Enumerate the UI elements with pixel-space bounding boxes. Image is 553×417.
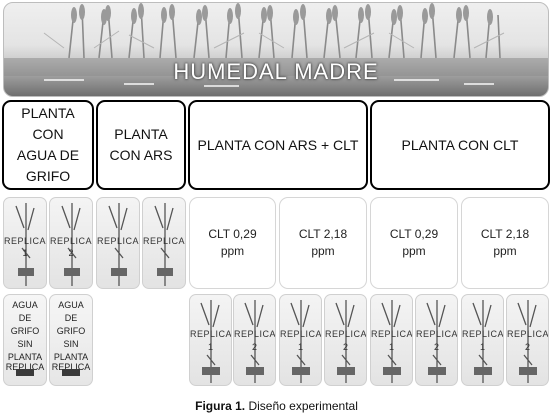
replica-number: 1	[22, 248, 28, 259]
water-control-replica: REPLICA	[5, 362, 45, 372]
replica-photo-clt-low-2: REPLICA 2	[415, 294, 458, 386]
replica-label: REPLICA	[234, 329, 276, 340]
replica-label: REPLICA	[4, 235, 47, 246]
replica-number: 2	[433, 341, 439, 352]
water-control-2: AGUA DE GRIFO SIN PLANTA REPLICA	[49, 294, 93, 386]
plant-photo-icon	[426, 300, 446, 383]
replica-label: REPLICA	[97, 235, 140, 246]
replica-photo-ars-2: REPLICA	[142, 197, 186, 289]
replica-photo-tap-2: REPLICA 2	[49, 197, 93, 289]
replica-number: 1	[297, 341, 303, 352]
replica-photo-ars-1: REPLICA	[96, 197, 140, 289]
caption-text: Diseño experimental	[245, 399, 358, 413]
replica-number: 1	[207, 341, 213, 352]
replica-label: REPLICA	[280, 329, 322, 340]
replica-photo-clt-high-1: REPLICA 1	[461, 294, 504, 386]
water-control-replica: REPLICA	[51, 362, 91, 372]
banner-title: HUMEDAL MADRE	[173, 59, 379, 84]
replica-photo-clt-high-2: REPLICA 2	[506, 294, 549, 386]
clt-box-high: CLT 2,18 ppm	[461, 197, 549, 289]
replica-photo-ars-clt-low-2: REPLICA 2	[233, 294, 276, 386]
plant-photo-icon	[517, 300, 537, 383]
reeds-illustration	[4, 3, 548, 87]
replica-label: REPLICA	[462, 329, 504, 340]
replica-label: REPLICA	[416, 329, 458, 340]
water-control-text: AGUA DE GRIFO SIN PLANTA	[7, 300, 43, 362]
plant-photo-icon	[61, 203, 81, 286]
clt-box-ars-high: CLT 2,18 ppm	[279, 197, 367, 289]
replica-label: REPLICA	[143, 235, 186, 246]
replica-label: REPLICA	[507, 329, 549, 340]
plant-photo-icon	[335, 300, 355, 383]
replica-number: 2	[251, 341, 257, 352]
plant-photo-icon	[15, 203, 35, 286]
replica-photo-clt-low-1: REPLICA 1	[370, 294, 413, 386]
plant-photo-icon	[381, 300, 401, 383]
clt-box-ars-low: CLT 0,29 ppm	[189, 197, 276, 289]
replica-number: 2	[524, 341, 530, 352]
plant-photo-icon	[108, 203, 128, 286]
replica-label: REPLICA	[325, 329, 367, 340]
plant-photo-icon	[244, 300, 264, 383]
replica-photo-tap-1: REPLICA 1	[3, 197, 47, 289]
replica-number: 1	[479, 341, 485, 352]
figure-caption: Figura 1. Diseño experimental	[0, 399, 553, 413]
caption-label: Figura 1.	[195, 399, 246, 413]
header-tap-water-plant: PLANTA CON AGUA DE GRIFO	[2, 100, 94, 190]
header-clt-plant: PLANTA CON CLT	[370, 100, 550, 190]
clt-box-low: CLT 0,29 ppm	[370, 197, 458, 289]
plant-photo-icon	[200, 300, 220, 383]
container-base	[16, 369, 34, 376]
replica-number: 2	[68, 248, 74, 259]
replica-label: REPLICA	[371, 329, 413, 340]
replica-photo-ars-clt-high-2: REPLICA 2	[324, 294, 367, 386]
header-ars-plant: PLANTA CON ARS	[96, 100, 186, 190]
replica-number: 2	[342, 341, 348, 352]
water-control-text: AGUA DE GRIFO SIN PLANTA	[53, 300, 89, 362]
replica-photo-ars-clt-high-1: REPLICA 1	[279, 294, 322, 386]
replica-label: REPLICA	[190, 329, 232, 340]
container-base	[62, 369, 80, 376]
wetland-banner: HUMEDAL MADRE	[3, 2, 549, 97]
replica-number: 1	[388, 341, 394, 352]
plant-photo-icon	[472, 300, 492, 383]
header-ars-clt-plant: PLANTA CON ARS + CLT	[188, 100, 368, 190]
replica-photo-ars-clt-low-1: REPLICA 1	[189, 294, 232, 386]
plant-photo-icon	[290, 300, 310, 383]
replica-label: REPLICA	[50, 235, 93, 246]
plant-photo-icon	[154, 203, 174, 286]
water-control-1: AGUA DE GRIFO SIN PLANTA REPLICA	[3, 294, 47, 386]
